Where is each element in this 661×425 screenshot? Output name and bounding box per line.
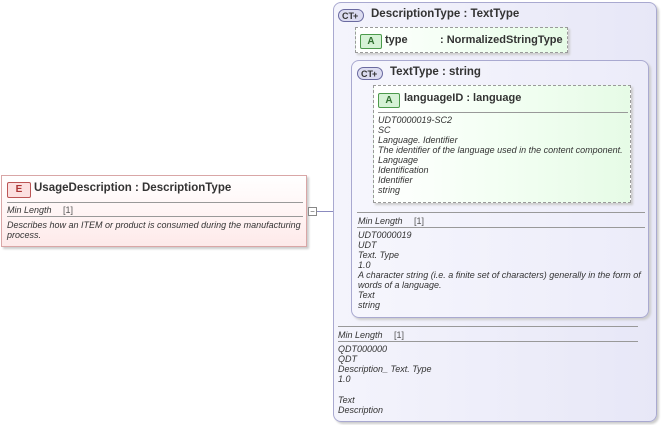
attribute-name: type — [385, 34, 408, 46]
attribute-language-id[interactable]: A languageID : language UDT0000019-SC2 S… — [373, 85, 631, 203]
inner-doc-line: Text. Type — [358, 250, 400, 260]
inner-doc-line: string — [358, 300, 381, 310]
attribute-doc-line: Language — [378, 155, 419, 165]
outer-separator-mid — [338, 341, 638, 342]
plus-icon: + — [372, 69, 378, 79]
inner-complex-type-title: TextType : string — [390, 66, 481, 78]
outer-doc-line: Text — [338, 395, 355, 405]
complex-type-text-type[interactable]: CT + TextType : string A languageID : la… — [351, 60, 649, 318]
connector-element-to-sequence — [317, 211, 343, 212]
attribute-doc-line: The identifier of the language used in t… — [378, 145, 623, 155]
element-min-length-value: [1] — [63, 205, 74, 215]
outer-doc-line: Description — [338, 405, 384, 415]
inner-complex-type-badge: CT + — [357, 67, 383, 80]
inner-doc-line: 1.0 — [358, 260, 371, 270]
minus-icon[interactable]: − — [308, 207, 317, 216]
element-separator-mid — [7, 216, 303, 217]
element-description-line1: Describes how an ITEM or product is cons… — [7, 220, 301, 230]
element-usage-description[interactable]: E UsageDescription : DescriptionType Min… — [1, 175, 307, 247]
inner-doc-line: A character string (i.e. a finite set of… — [358, 270, 641, 280]
inner-doc-line: UDT — [358, 240, 377, 250]
inner-doc-line: UDT0000019 — [358, 230, 412, 240]
attribute-doc-line: Identification — [378, 165, 429, 175]
inner-separator-top — [357, 212, 645, 213]
outer-min-length-label: Min Length — [338, 330, 383, 340]
attribute-doc-line: string — [378, 185, 401, 195]
attribute-doc-line: UDT0000019-SC2 — [378, 115, 453, 125]
outer-doc-line: Description_ Text. Type — [338, 364, 432, 374]
outer-min-length-value: [1] — [394, 330, 405, 340]
outer-doc-line: QDT000000 — [338, 344, 388, 354]
element-separator-top — [7, 202, 303, 203]
attribute-doc-line: Language. Identifier — [378, 135, 458, 145]
complex-type-title: DescriptionType : TextType — [371, 8, 520, 20]
inner-separator-mid — [357, 227, 645, 228]
inner-doc-line: Text — [358, 290, 375, 300]
inner-doc-line: words of a language. — [358, 280, 442, 290]
attribute-type[interactable]: A type : NormalizedStringType — [355, 27, 568, 53]
inner-min-length-value: [1] — [414, 216, 425, 226]
outer-separator-top — [338, 326, 638, 327]
attribute-badge: A — [378, 93, 400, 108]
outer-doc-line: 1.0 — [338, 374, 351, 384]
attribute-separator — [378, 112, 628, 113]
attribute-doc-line: Identifier — [378, 175, 413, 185]
outer-doc-line: QDT — [338, 354, 357, 364]
element-title: UsageDescription : DescriptionType — [34, 182, 232, 194]
complex-type-badge: CT + — [338, 9, 364, 22]
attribute-title: languageID : language — [404, 92, 522, 104]
element-description-line2: process. — [7, 230, 42, 240]
element-min-length-label: Min Length — [7, 205, 52, 215]
plus-icon: + — [353, 11, 359, 21]
element-badge: E — [7, 182, 31, 198]
attribute-type-ref: : NormalizedStringType — [440, 34, 563, 46]
complex-type-badge-label: CT — [342, 11, 354, 21]
inner-complex-type-badge-label: CT — [361, 69, 373, 79]
attribute-badge: A — [360, 34, 382, 49]
inner-min-length-label: Min Length — [358, 216, 403, 226]
attribute-doc-line: SC — [378, 125, 391, 135]
